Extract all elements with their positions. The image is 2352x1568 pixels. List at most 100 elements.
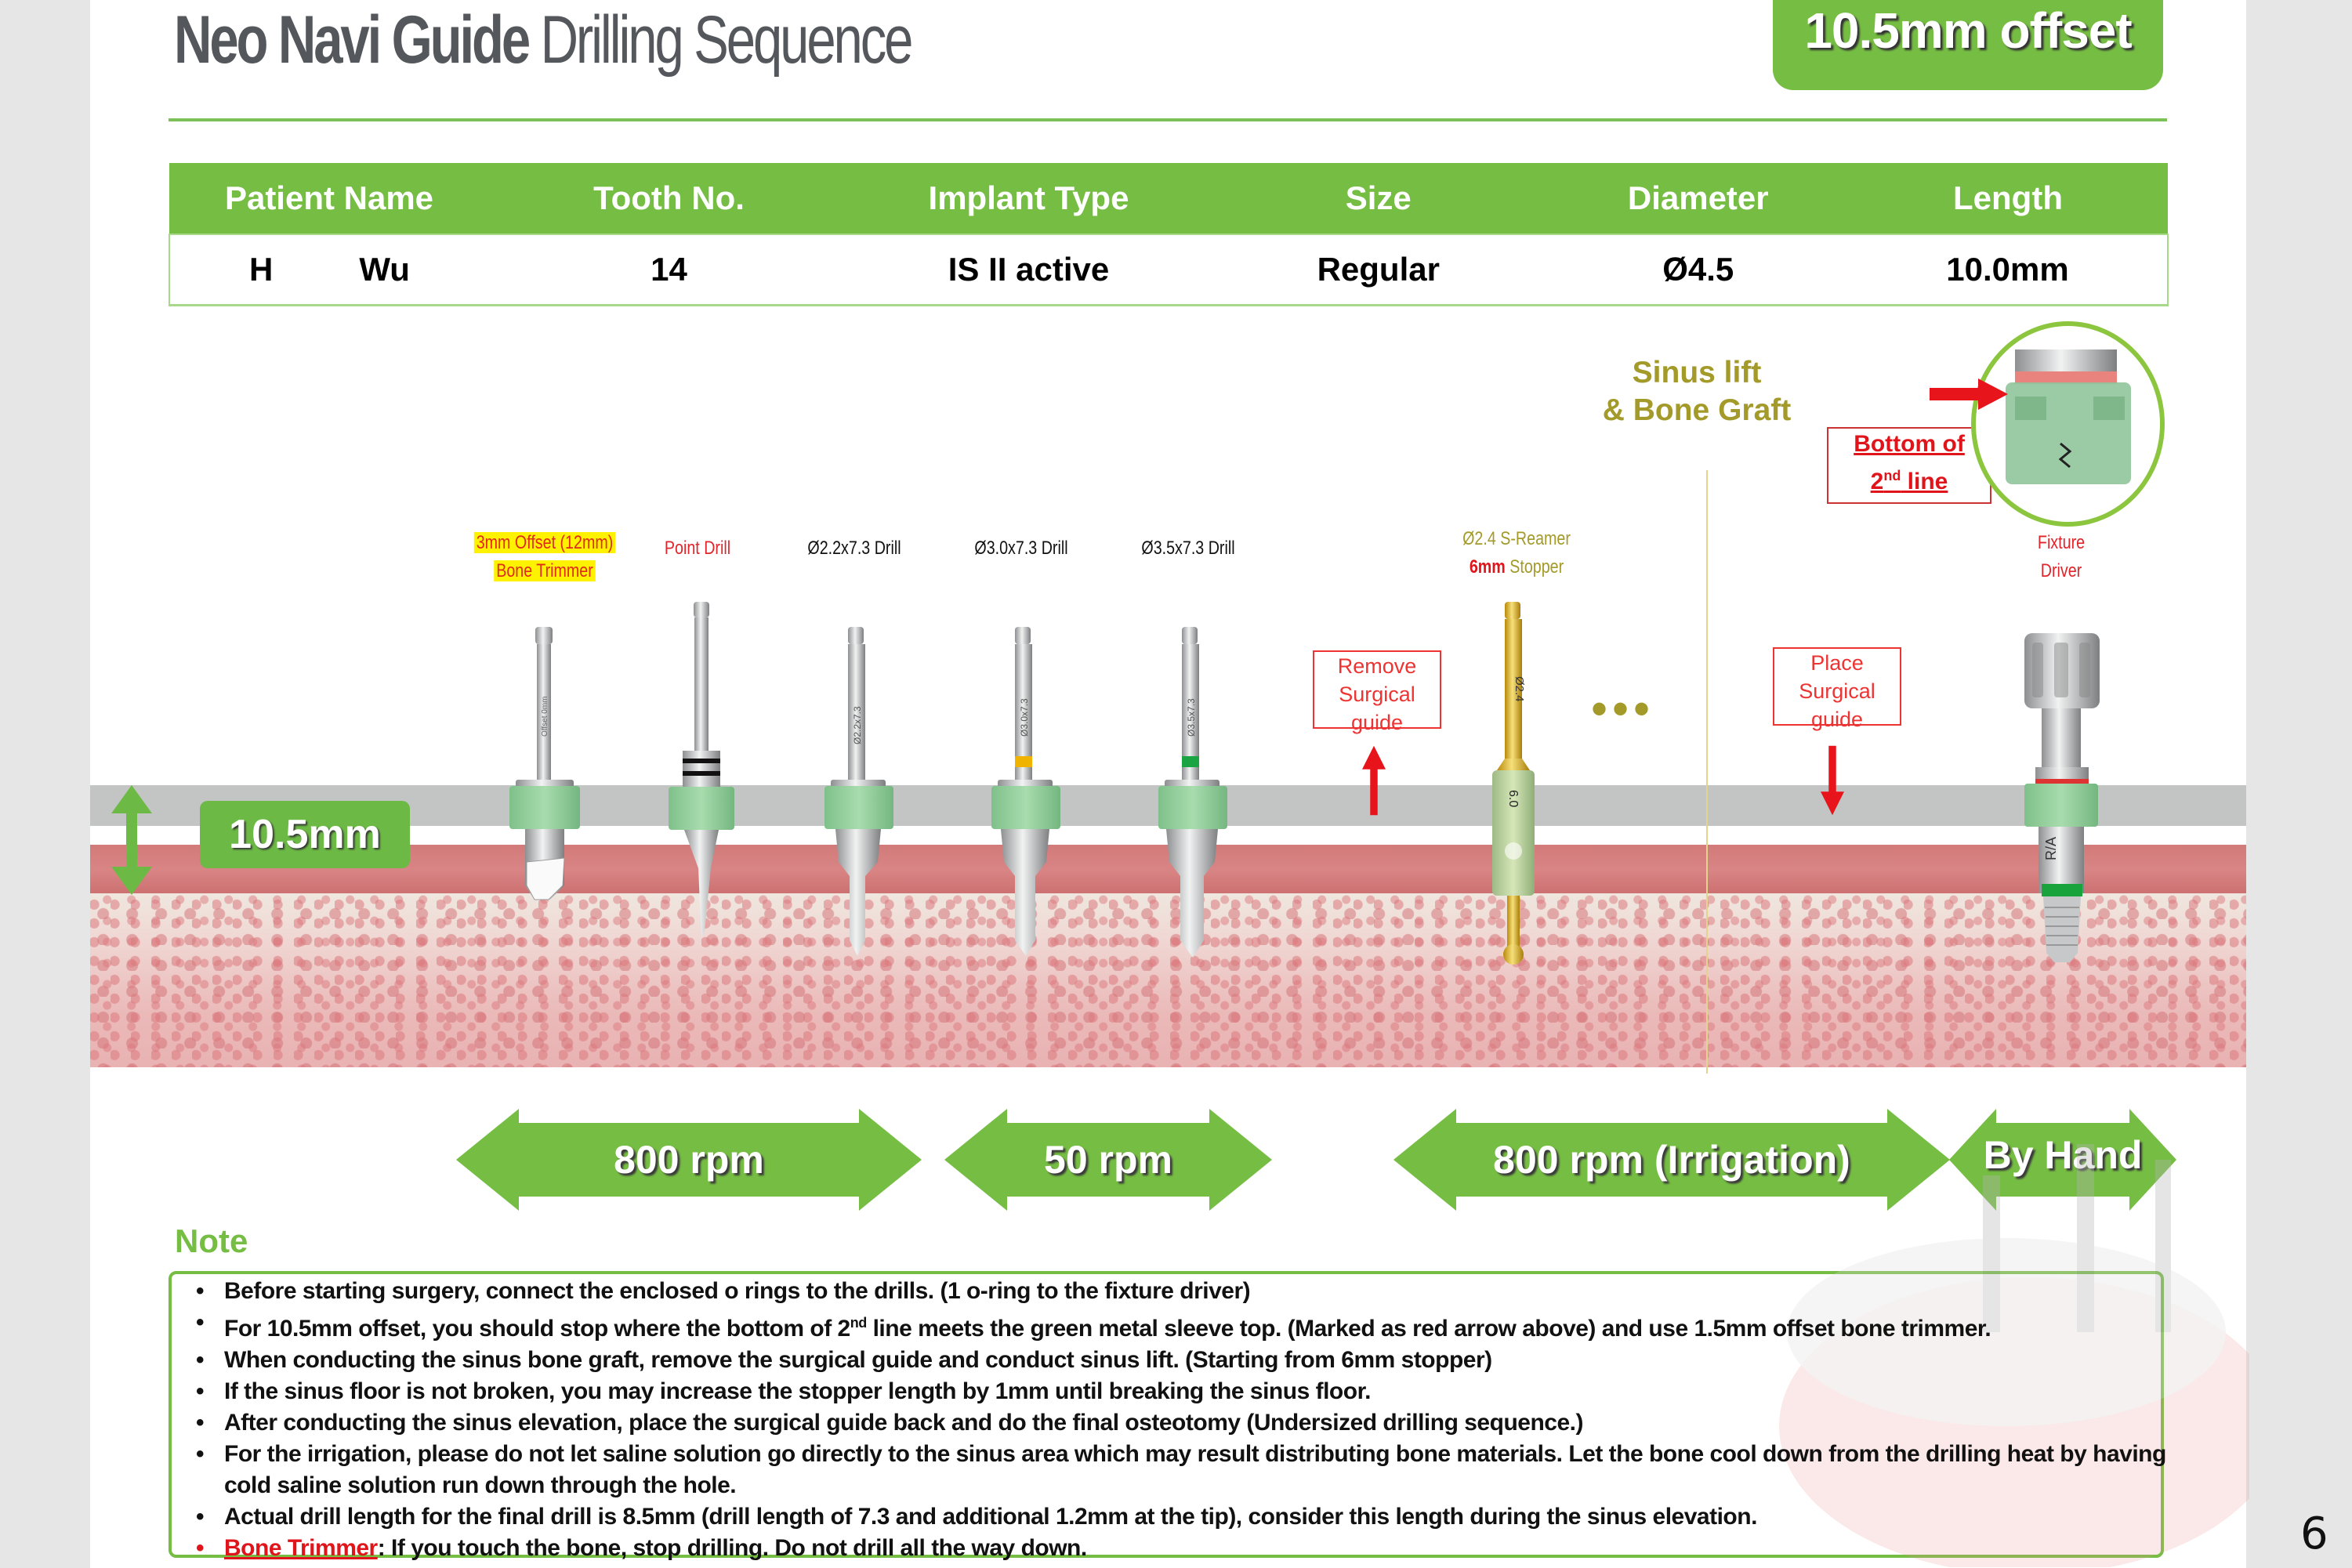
bottom-marker-num: 2 — [1870, 469, 1884, 494]
double-arrow-shape-2 — [944, 1109, 1272, 1211]
label-drill-2-2: Ø2.2x7.3 Drill — [807, 538, 901, 559]
bone-trimmer-label-line2: Bone Trimmer — [493, 560, 596, 581]
offset-badge-label: 10.5mm offset — [1804, 2, 2132, 59]
col-size: Size — [1209, 163, 1549, 234]
patient-last-name: Wu — [359, 251, 410, 288]
label-s-reamer: Ø2.4 S-Reamer 6mm Stopper — [1452, 525, 1581, 581]
gingiva-layer — [90, 845, 2246, 895]
page-margin-left — [0, 0, 90, 1568]
magnified-driver-icon — [2006, 349, 2131, 484]
place-guide-line-3: guide — [1810, 708, 1864, 731]
s-reamer-stopper-size: 6mm — [1469, 556, 1506, 578]
speed-by-hand-label: By Hand — [1983, 1133, 2143, 1177]
label-point-drill: Point Drill — [664, 538, 731, 559]
bottom-marker-sup: nd — [1883, 468, 1901, 483]
double-arrow-shape-3 — [1393, 1109, 1950, 1211]
note-item: Before starting surgery, connect the enc… — [196, 1276, 2171, 1307]
bottom-marker-line2: 2nd line — [1828, 460, 1990, 498]
table-header-row: Patient Name Tooth No. Implant Type Size… — [169, 163, 2168, 234]
label-drill-3-0: Ø3.0x7.3 Drill — [974, 538, 1068, 559]
drill-3-0-tool-icon: Ø3.0x7.3 — [991, 627, 1060, 956]
drill-3-0-color-ring — [1015, 756, 1032, 767]
speed-by-hand: By Hand — [1949, 1109, 2176, 1211]
cell-diameter: Ø4.5 — [1548, 234, 1848, 306]
patient-info-table: Patient Name Tooth No. Implant Type Size… — [169, 163, 2169, 306]
cell-length: 10.0mm — [1848, 234, 2169, 306]
title-subtitle: Drilling Sequence — [540, 2, 914, 78]
note-item-warning: Bone Trimmer: If you touch the bone, sto… — [196, 1533, 2171, 1564]
speed-800rpm-irrigation-label: 800 rpm (Irrigation) — [1493, 1138, 1850, 1182]
offset-badge: 10.5mm offset — [1773, 0, 2163, 90]
header-divider — [169, 118, 2167, 121]
double-arrow-shape-1 — [456, 1109, 922, 1211]
col-diameter: Diameter — [1548, 163, 1848, 234]
note-2-part1: For 10.5mm offset, you should stop where… — [224, 1316, 850, 1342]
drill-3-5-color-ring — [1182, 756, 1199, 767]
magnified-detail-circle — [1971, 321, 2165, 527]
double-arrow-shape-4 — [1949, 1109, 2176, 1211]
note-2-sup: nd — [850, 1315, 868, 1331]
remove-guide-line-3: guide — [1350, 711, 1404, 734]
page-number: 6 — [2300, 1508, 2328, 1559]
fixture-driver-line1: Fixture — [2037, 532, 2086, 553]
col-implant-type: Implant Type — [849, 163, 1209, 234]
arrow-up-icon — [1362, 745, 1386, 816]
note-2-part2: line meets the green metal sleeve top. (… — [866, 1316, 1991, 1342]
drill-3-0-engraving: Ø3.0x7.3 — [1019, 698, 1030, 737]
s-reamer-engraving-stopper: 6.0 — [1506, 790, 1520, 807]
place-guide-callout: Place Surgical guide — [1773, 647, 1901, 731]
speed-800rpm: 800 rpm — [456, 1109, 922, 1211]
title-product: Neo Navi Guide — [174, 2, 531, 78]
bone-trimmer-label-line1: 3mm Offset (12mm) — [473, 532, 616, 553]
drill-2-2-engraving: Ø2.2x7.3 — [852, 706, 863, 744]
sinus-lift-line-1: Sinus lift — [1632, 356, 1762, 389]
note-item: Actual drill length for the final drill … — [196, 1501, 2171, 1533]
ellipsis-indicator: ••• — [1591, 683, 1655, 735]
point-drill-tool-icon — [669, 602, 734, 939]
fixture-driver-line2: Driver — [2040, 560, 2082, 581]
drill-3-5-tool-icon: Ø3.5x7.3 — [1158, 627, 1227, 958]
col-tooth-no: Tooth No. — [489, 163, 849, 234]
sinus-lift-line-2: & Bone Graft — [1602, 393, 1792, 427]
label-bone-trimmer: 3mm Offset (12mm) Bone Trimmer — [471, 529, 619, 585]
remove-guide-line-2: Surgical — [1339, 683, 1415, 706]
offset-dimension-label: 10.5mm — [200, 801, 410, 868]
bottom-of-2nd-line-callout: Bottom of 2nd line — [1827, 427, 1991, 504]
cell-size: Regular — [1209, 234, 1549, 306]
speed-50rpm: 50 rpm — [944, 1109, 1272, 1211]
s-reamer-stopper-label: Stopper — [1509, 556, 1564, 578]
double-arrow-icon — [111, 785, 152, 895]
col-patient-name: Patient Name — [169, 163, 489, 234]
section-divider-line — [1706, 470, 1708, 1074]
speed-50rpm-label: 50 rpm — [1044, 1138, 1172, 1182]
page-title: Neo Navi Guide Drilling Sequence — [174, 2, 914, 79]
page-margin-right — [2246, 0, 2352, 1568]
s-reamer-tool-icon: Ø2.4 6.0 — [1492, 602, 1535, 965]
bottom-marker-line1: Bottom of — [1854, 431, 1965, 457]
remove-guide-callout: Remove Surgical guide — [1313, 650, 1441, 734]
note-item: When conducting the sinus bone graft, re… — [196, 1345, 2171, 1376]
drill-2-2-tool-icon: Ø2.2x7.3 — [824, 627, 893, 956]
note-item: For 10.5mm offset, you should stop where… — [196, 1307, 2171, 1345]
note-list: Before starting surgery, connect the enc… — [196, 1276, 2171, 1564]
fixture-driver-engraving: R/A — [2043, 837, 2059, 860]
s-reamer-label-line1: Ø2.4 S-Reamer — [1462, 528, 1571, 549]
remove-guide-line-1: Remove — [1337, 654, 1417, 678]
bottom-marker-rest: line — [1901, 469, 1948, 494]
cell-implant-type: IS II active — [849, 234, 1209, 306]
sinus-lift-title: Sinus lift & Bone Graft — [1575, 354, 1818, 429]
note-item: If the sinus floor is not broken, you ma… — [196, 1376, 2171, 1407]
cell-tooth-no: 14 — [489, 234, 849, 306]
bone-trimmer-tool-icon: Offset 0mm — [509, 627, 580, 900]
fixture-driver-tool-icon: R/A — [2024, 633, 2100, 962]
note-item: After conducting the sinus elevation, pl… — [196, 1407, 2171, 1439]
bone-layer — [90, 893, 2246, 1067]
bone-trimmer-warning-text: : If you touch the bone, stop drilling. … — [377, 1535, 1087, 1561]
place-guide-line-2: Surgical — [1799, 679, 1875, 703]
label-fixture-driver: Fixture Driver — [1997, 529, 2125, 585]
red-arrow-right-icon — [1930, 378, 2008, 410]
drill-3-5-engraving: Ø3.5x7.3 — [1186, 698, 1197, 737]
place-guide-line-1: Place — [1810, 651, 1864, 675]
